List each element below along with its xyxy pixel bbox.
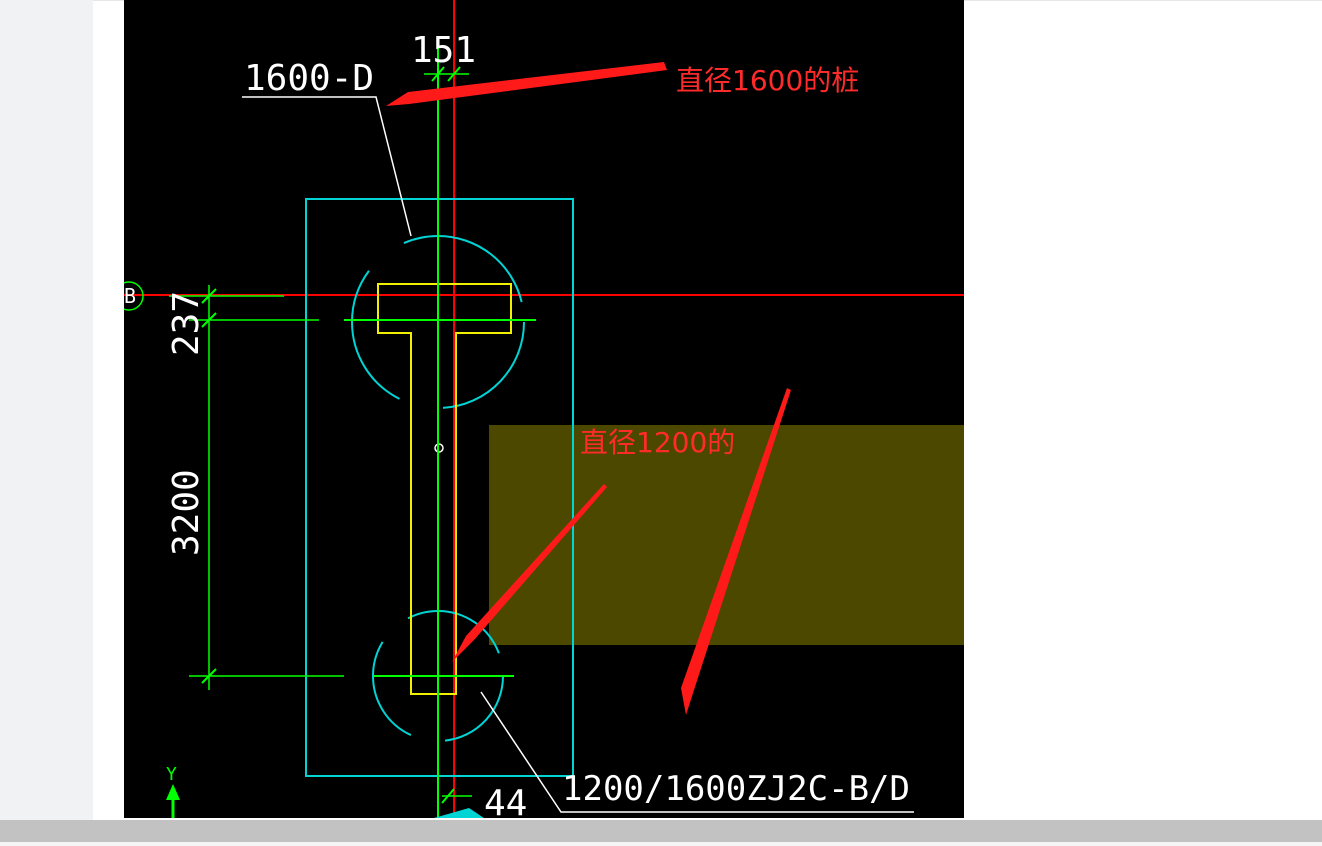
annotation-text-top: 直径1600的桩	[676, 64, 859, 97]
scrollbar-thumb[interactable]	[0, 820, 1322, 842]
dim-tick-top-2	[447, 66, 461, 82]
dim-text-44: 44	[484, 783, 527, 818]
highlight-region	[489, 425, 964, 645]
dim-tick-top-1	[431, 66, 445, 82]
bottom-fragment	[434, 808, 484, 818]
left-gutter	[0, 0, 93, 820]
grid-label: B	[124, 284, 136, 308]
annotation-text-middle: 直径1200的	[580, 426, 735, 459]
annotation-arrow-middle	[452, 484, 607, 662]
cad-drawing: B 237 3200 151 44	[124, 0, 964, 818]
grid-bubble	[124, 281, 144, 311]
leader-top	[242, 96, 412, 237]
annotation-arrow-top	[386, 62, 667, 106]
dim-tick-bottom	[441, 788, 455, 804]
dim-text-3200: 3200	[166, 469, 207, 556]
dim-tick-3	[201, 668, 217, 684]
beam-outline	[377, 283, 512, 695]
dim-text-237: 237	[166, 291, 207, 356]
horizontal-scrollbar[interactable]	[0, 820, 1322, 846]
dim-tick-1	[201, 288, 217, 304]
axis-label: Y	[166, 764, 177, 785]
cad-svg: B 237 3200 151 44	[124, 0, 964, 818]
dim-text-151: 151	[411, 30, 476, 71]
pile-cap-outline	[305, 198, 574, 777]
dim-tick-2	[201, 312, 217, 328]
leader-bottom	[480, 691, 914, 813]
annotation-arrow-right	[681, 388, 791, 715]
axis-indicator-arrow	[166, 784, 180, 800]
label-top-pile: 1600-D	[244, 58, 374, 99]
label-bottom-pile: 1200/1600ZJ2C-B/D	[562, 769, 910, 809]
